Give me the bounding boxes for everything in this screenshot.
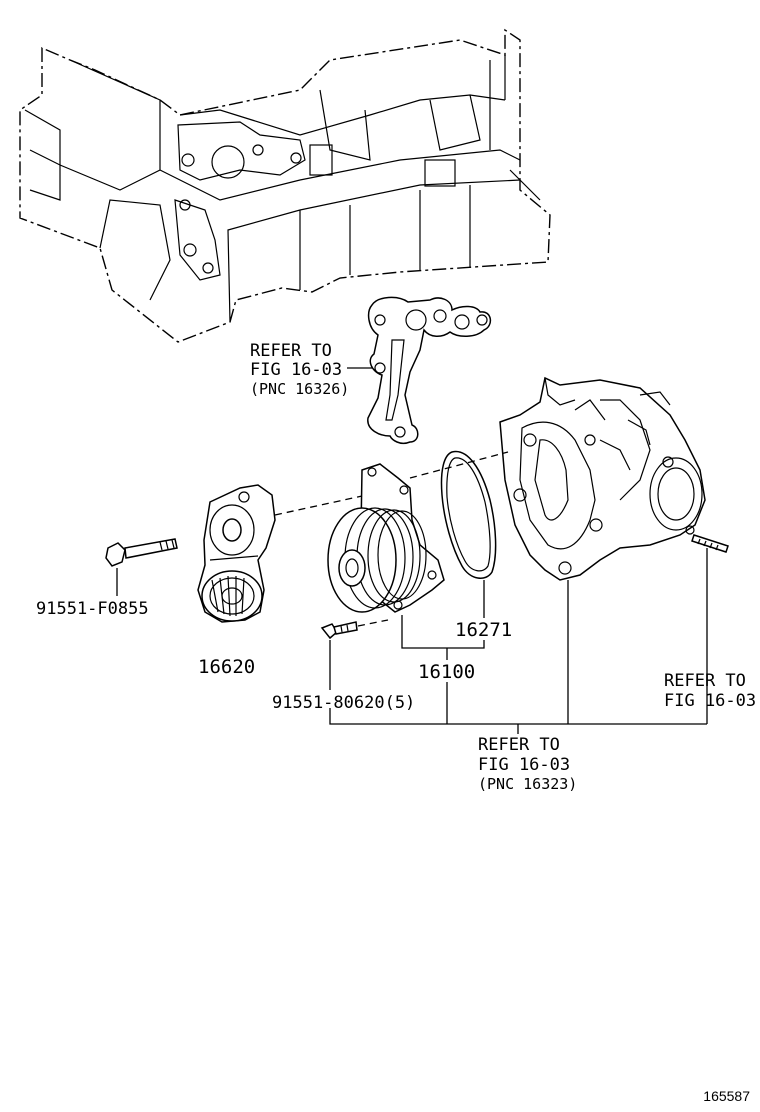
alignment-line-tensioner: [274, 495, 363, 516]
label-tensioner-bolt: 91551-F0855: [36, 599, 149, 619]
stud-illustration: [691, 534, 729, 553]
label-water-pump: 16100: [418, 661, 475, 683]
refer-gasket-line-1: REFER TO: [250, 341, 332, 361]
refer-stud-line-1: REFER TO: [664, 671, 746, 691]
pump-housing-illustration: [499, 376, 706, 581]
label-o-ring: 16271: [455, 619, 512, 641]
label-pump-bolt: 91551-80620(5): [272, 693, 415, 713]
refer-gasket-line-2: FIG 16-03: [250, 360, 342, 380]
water-pump-illustration: [327, 463, 445, 613]
engine-block-illustration: [19, 28, 551, 343]
refer-housing-line-1: REFER TO: [478, 735, 560, 755]
pump-bolt-illustration: [320, 621, 358, 640]
refer-stud-line-2: FIG 16-03: [664, 691, 756, 711]
leader-water-pump: [401, 615, 485, 649]
tensioner-illustration: [197, 484, 276, 623]
refer-housing-line-2: FIG 16-03: [478, 755, 570, 775]
refer-gasket-line-3: (PNC 16326): [250, 380, 349, 398]
alignment-line-bolt: [357, 619, 389, 627]
tensioner-bolt-illustration: [105, 538, 178, 567]
figure-id: 165587: [703, 1088, 750, 1104]
o-ring-inner: [446, 457, 491, 572]
o-ring-illustration: [440, 450, 497, 579]
refer-housing-line-3: (PNC 16323): [478, 775, 577, 793]
gasket-illustration: [367, 296, 492, 445]
alignment-line-pump: [409, 451, 509, 479]
leader-bottom-bracket: [329, 708, 707, 725]
label-tensioner: 16620: [198, 656, 255, 678]
